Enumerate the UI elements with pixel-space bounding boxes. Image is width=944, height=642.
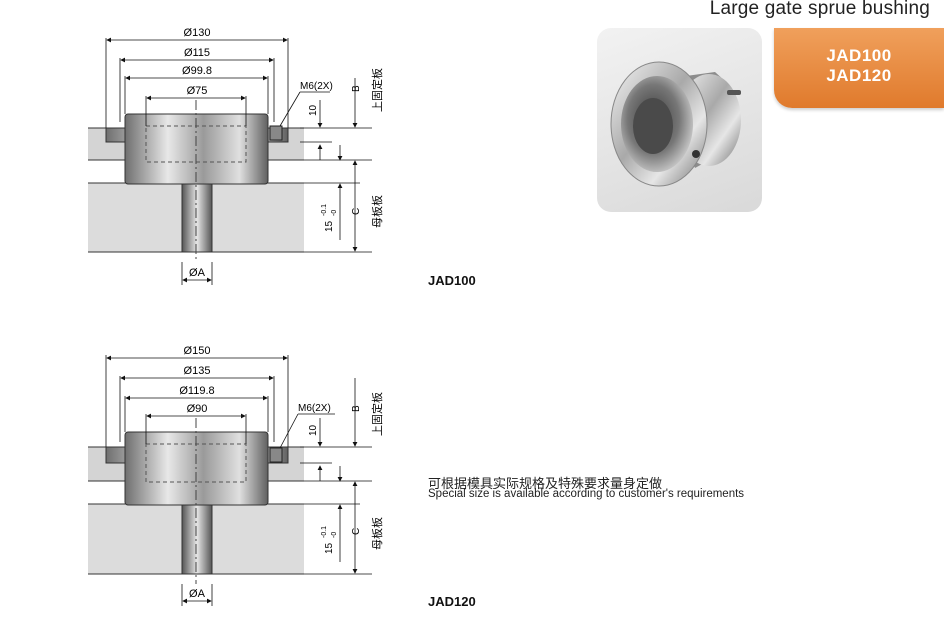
dim-diameter-4: Ø90: [187, 403, 208, 415]
badge-line-2: JAD120: [826, 66, 892, 85]
bore-label: ØA: [189, 588, 206, 600]
dim-diameter-1: Ø150: [184, 345, 211, 357]
upper-plate-label: 上固定板: [370, 68, 384, 112]
dim-c: C: [351, 528, 362, 535]
upper-plate-label: 上固定板: [370, 392, 384, 436]
dim-diameter-2: Ø135: [184, 365, 211, 377]
custom-note-en: Special size is available according to c…: [428, 488, 745, 500]
tolerance-lower: -0: [331, 532, 338, 538]
dim-diameter-4: Ø75: [187, 85, 208, 97]
dim-diameter-2: Ø115: [184, 47, 210, 59]
dim-height-10: 10: [308, 424, 319, 436]
dim-height-15: 15: [324, 220, 335, 232]
dim-b: B: [351, 405, 362, 412]
technical-drawing-1: Ø130 Ø115 Ø99.8 Ø75 M6(2X) 10 15 -0.1 -0…: [88, 27, 384, 285]
screw-label: M6(2X): [300, 81, 333, 92]
page-title: Large gate sprue bushing: [709, 0, 930, 19]
bore-label: ØA: [189, 267, 206, 279]
dim-c: C: [351, 208, 362, 215]
dim-b: B: [351, 85, 362, 92]
dim-height-15: 15: [324, 542, 335, 554]
dim-height-10: 10: [308, 104, 319, 116]
tolerance-lower: -0: [331, 210, 338, 216]
badge-line-1: JAD100: [826, 46, 892, 65]
tolerance-upper: -0.1: [321, 526, 328, 538]
sprue-stem: [181, 504, 213, 575]
model-badge: JAD100 JAD120: [774, 28, 944, 108]
technical-drawing-2: Ø150 Ø135 Ø119.8 Ø90 M6(2X) 10 15 -0.1 -…: [88, 345, 384, 606]
model-label-1: JAD100: [428, 273, 476, 288]
custom-note-cn: 可根据模具实际规格及特殊要求量身定做: [428, 476, 663, 491]
tolerance-upper: -0.1: [321, 204, 328, 216]
dim-diameter-3: Ø99.8: [182, 65, 212, 77]
sprue-stem: [181, 183, 213, 253]
product-photo: [597, 28, 762, 212]
sprue-bushing-photo: [610, 61, 741, 187]
model-label-2: JAD120: [428, 594, 476, 609]
lower-plate-label: 母板板: [370, 517, 384, 550]
lower-plate-label: 母板板: [370, 195, 384, 228]
dim-diameter-3: Ø119.8: [179, 385, 214, 397]
screw-label: M6(2X): [298, 403, 331, 414]
dim-diameter-1: Ø130: [184, 27, 211, 39]
